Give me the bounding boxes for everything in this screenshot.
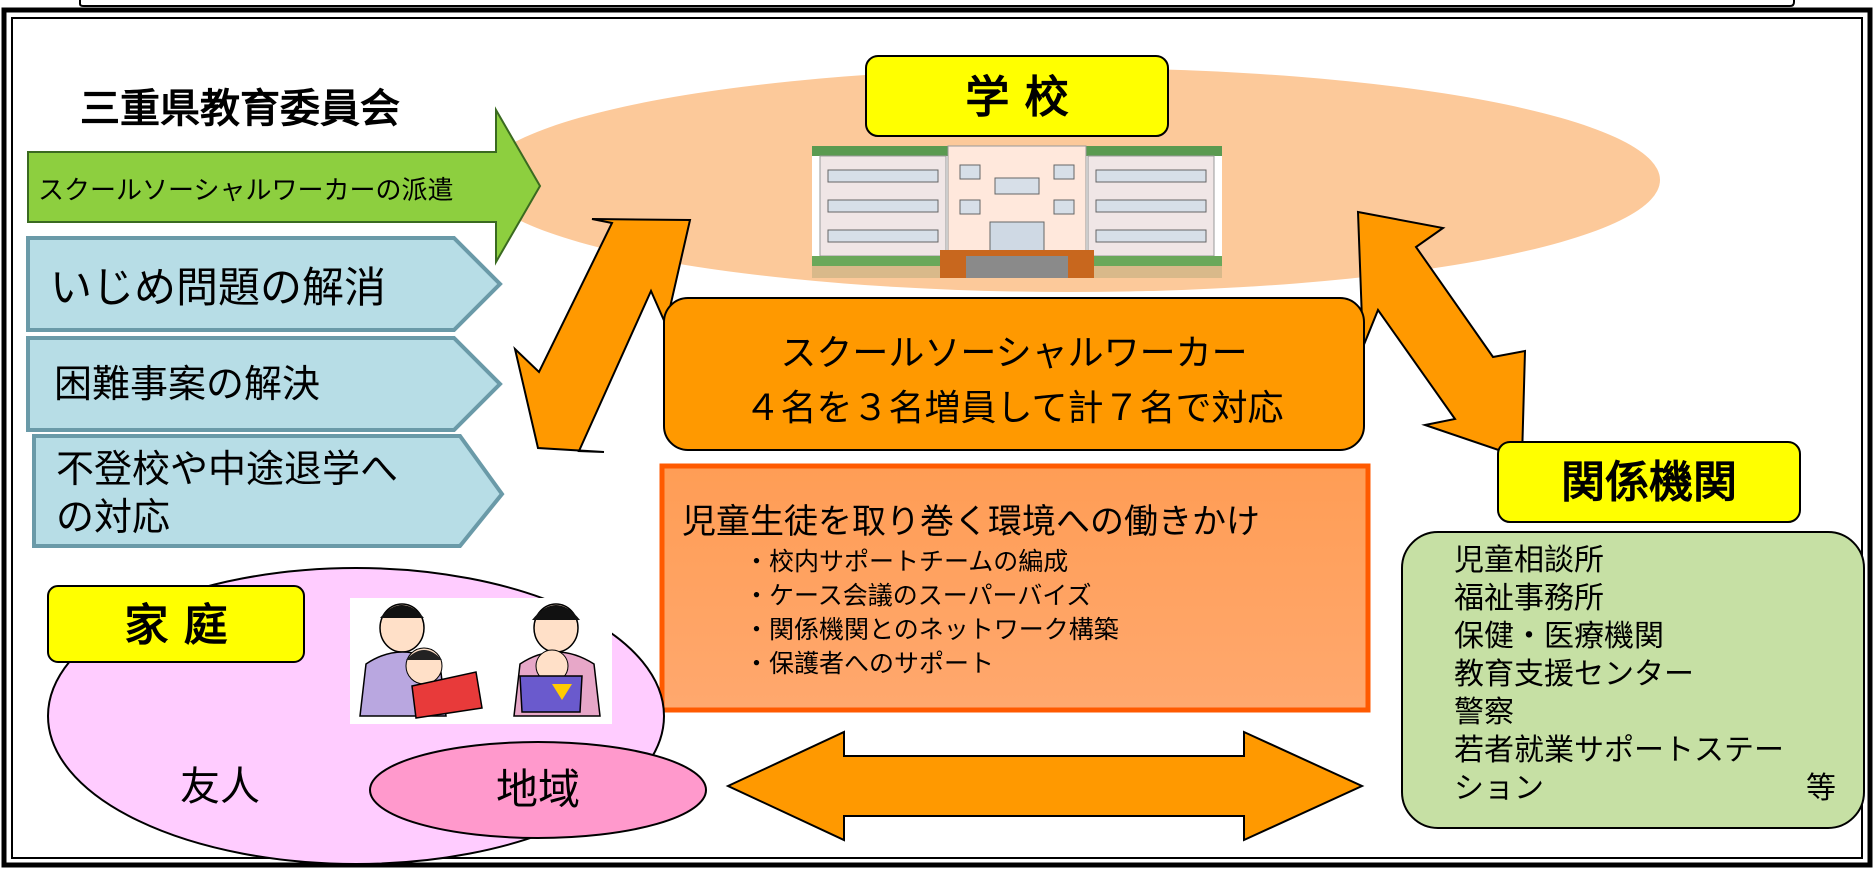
family-reading-image [350, 598, 612, 724]
agencies-label: 関係機関 [1561, 457, 1737, 508]
agency-item-2: 福祉事務所 [1454, 581, 1604, 616]
school-label-box [865, 55, 1169, 137]
ssw-box [663, 297, 1365, 451]
agencies-box [1401, 531, 1865, 829]
goal-difficult-cases: 困難事案の解決 [54, 362, 320, 406]
goal-chevron-1 [26, 236, 503, 332]
environment-box [659, 463, 1371, 713]
ssw-staffing: ４名を３名増員して計７名で対応 [745, 388, 1284, 429]
goal-chevron-3 [32, 434, 505, 548]
agency-item-5: 警察 [1454, 695, 1514, 730]
environment-item-4: ・保護者へのサポート [744, 649, 994, 678]
home-label-box [47, 585, 305, 663]
agencies-label-box [1497, 441, 1801, 523]
goal-truancy-line2: の対応 [56, 495, 170, 539]
community-label: 地域 [496, 765, 580, 814]
agency-item-6: 若者就業サポートステー [1454, 733, 1784, 768]
ssw-title: スクールソーシャルワーカー [780, 333, 1247, 374]
board-title: 三重県教育委員会 [80, 86, 400, 132]
goal-chevron-2 [26, 336, 503, 432]
friends-label: 友人 [180, 764, 260, 810]
agency-item-7: ション [1454, 771, 1544, 806]
environment-item-1: ・校内サポートチームの編成 [744, 547, 1068, 576]
school-building-image [812, 145, 1222, 278]
home-label: 家 庭 [124, 600, 227, 651]
school-home-arrow [513, 218, 692, 453]
inner-frame [11, 17, 1863, 859]
environment-item-3: ・関係機関とのネットワーク構築 [744, 615, 1119, 644]
agency-item-4: 教育支援センター [1454, 657, 1694, 692]
dispatch-label: スクールソーシャルワーカーの派遣 [38, 176, 453, 206]
goal-truancy-line1: 不登校や中途退学へ [56, 447, 398, 491]
home-agencies-arrow [725, 730, 1365, 842]
goal-bullying: いじめ問題の解消 [50, 263, 386, 312]
agency-etc: 等 [1806, 771, 1836, 806]
school-label: 学 校 [965, 72, 1068, 123]
dispatch-arrow [27, 106, 542, 266]
environment-heading: 児童生徒を取り巻く環境への働きかけ [682, 502, 1260, 542]
top-tab-edge [79, 0, 1795, 7]
community-ellipse [369, 741, 707, 839]
environment-item-2: ・ケース会議のスーパーバイズ [744, 581, 1092, 610]
agency-item-1: 児童相談所 [1454, 543, 1604, 578]
agency-item-3: 保健・医療機関 [1454, 619, 1664, 654]
